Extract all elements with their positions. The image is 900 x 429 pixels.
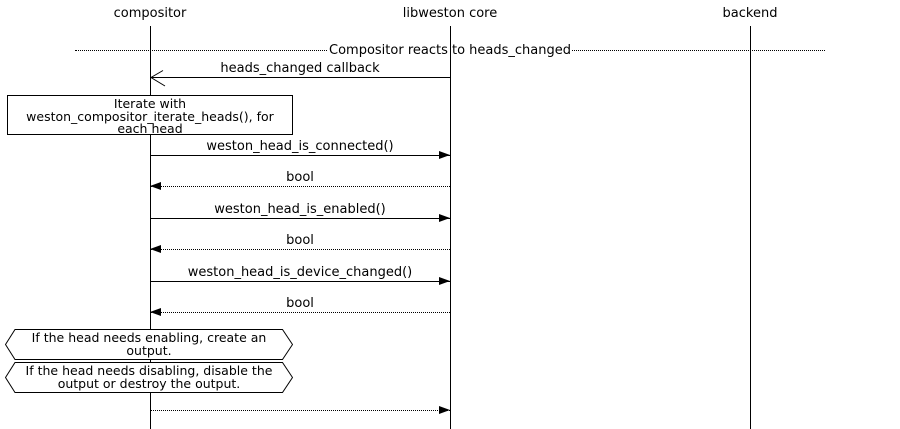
- note-line: each head: [117, 121, 183, 136]
- participant-label-backend: backend: [722, 6, 778, 21]
- note-text: If the head needs disabling, disable the…: [5, 363, 293, 391]
- arrowhead-left: [150, 182, 161, 190]
- note-line: Iterate with: [113, 96, 187, 111]
- message-line-weston-head-is-enabled: [150, 218, 450, 219]
- arrowhead-left: [150, 245, 161, 253]
- message-label-heads-changed-callback: heads_changed callback: [220, 61, 380, 76]
- participant-label-compositor: compositor: [113, 6, 187, 21]
- return-label-bool-3: bool: [286, 296, 314, 311]
- return-line-bool-2: [150, 249, 450, 250]
- return-label-bool-2: bool: [286, 233, 314, 248]
- return-label-bool-1: bool: [286, 170, 314, 185]
- message-label-weston-head-is-enabled: weston_head_is_enabled(): [214, 202, 386, 217]
- participant-label-libweston-core: libweston core: [402, 6, 498, 21]
- open-arrowhead-icon: [150, 70, 166, 87]
- arrowhead-right: [439, 277, 450, 285]
- hexagon-shape: [5, 362, 293, 393]
- message-line-final-return: [150, 410, 450, 411]
- message-line-weston-head-is-connected: [150, 155, 450, 156]
- lifeline-libweston-core: [450, 26, 451, 429]
- message-label-weston-head-is-device-changed: weston_head_is_device_changed(): [187, 265, 413, 280]
- arrowhead-right: [439, 151, 450, 159]
- note-line: If the head needs disabling, disable the: [25, 363, 273, 378]
- message-label-weston-head-is-connected: weston_head_is_connected(): [206, 139, 394, 154]
- note-line: If the head needs enabling, create an: [31, 330, 267, 345]
- note-line: weston_compositor_iterate_heads(), for: [26, 108, 274, 124]
- arrowhead-right: [439, 406, 450, 414]
- lifeline-compositor: [150, 26, 151, 429]
- arrowhead-right: [439, 214, 450, 222]
- arrowhead-left: [150, 308, 161, 316]
- message-line-heads-changed-callback: [150, 77, 450, 78]
- lifeline-backend: [750, 26, 751, 429]
- note-line: output or destroy the output.: [57, 375, 241, 391]
- return-line-bool-3: [150, 312, 450, 313]
- note-line: output.: [126, 342, 172, 358]
- note-iterate-heads: Iterate with weston_compositor_iterate_h…: [7, 95, 293, 135]
- return-line-bool-1: [150, 186, 450, 187]
- note-head-needs-disabling: If the head needs disabling, disable the…: [5, 362, 293, 393]
- note-head-needs-enabling: If the head needs enabling, create an ou…: [5, 329, 293, 360]
- message-line-weston-head-is-device-changed: [150, 281, 450, 282]
- note-text: If the head needs enabling, create an ou…: [5, 330, 293, 358]
- hexagon-shape: [5, 329, 293, 360]
